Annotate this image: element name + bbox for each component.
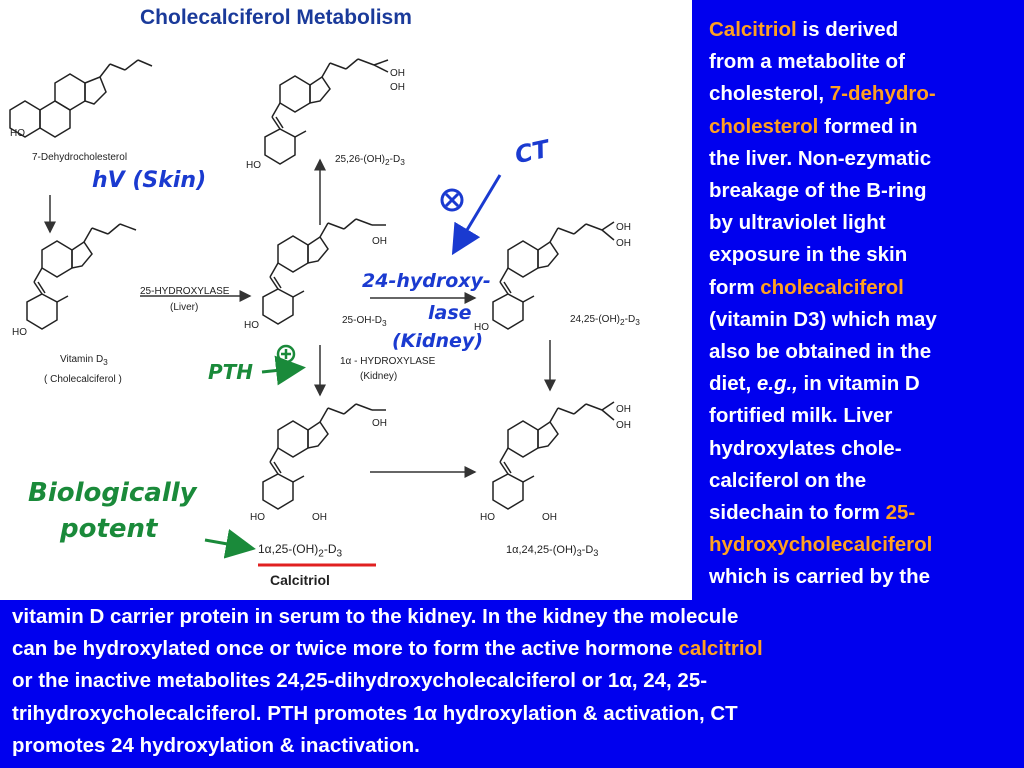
potent-annotation: potent [60, 514, 158, 544]
side-line-6: breakage of the B-ring [709, 179, 927, 203]
oh-label-4: OH [616, 222, 631, 233]
pathway-diagram [9, 58, 615, 567]
hydroxylase25-label: 25-HYDROXYLASE [140, 286, 230, 297]
hydroxylase1a-label: 1α - HYDROXYLASE [340, 356, 436, 367]
oh-label-2: OH [390, 68, 405, 79]
side-line-12: diet, e.g., in vitamin D [709, 372, 920, 396]
side-line-2: from a metabolite of [709, 50, 905, 74]
hydroxylase24-annotation-2: lase [428, 302, 472, 324]
side-line-7: by ultraviolet light [709, 211, 886, 235]
side-line-16: sidechain to form 25- [709, 501, 916, 525]
bottom-line-1: vitamin D carrier protein in serum to th… [12, 605, 739, 628]
hydroxylase24-annotation-1: 24-hydroxy- [362, 270, 491, 292]
side-description: Calcitriol is derived from a metabolite … [709, 14, 1014, 594]
side-line-8: exposure in the skin [709, 243, 908, 267]
oh-label-6: OH [372, 418, 387, 429]
side-line-17: hydroxycholecalciferol [709, 533, 933, 557]
bottom-line-3: or the inactive metabolites 24,25-dihydr… [12, 669, 708, 693]
side-line-4: cholesterol formed in [709, 114, 918, 138]
bottom-line-2: can be hydroxylated once or twice more t… [12, 637, 763, 661]
ho-label-6: HO [250, 512, 265, 523]
bottom-line-5: promotes 24 hydroxylation & inactivation… [12, 733, 420, 757]
bottom-line-4: trihydroxycholecalciferol. PTH promotes … [12, 701, 738, 725]
oh-label-1: OH [372, 236, 387, 247]
side-line-5: the liver. Non-ezymatic [709, 146, 932, 170]
side-line-13: fortified milk. Liver [709, 404, 893, 428]
side-line-9: form cholecalciferol [709, 275, 904, 299]
metabolism-figure: Cholecalciferol Metabolism [0, 0, 692, 600]
dehydro-label: 7-Dehydrocholesterol [32, 152, 128, 163]
ho-label-4: HO [246, 160, 261, 171]
pth-annotation: PTH [208, 360, 254, 384]
bottom-description: vitamin D carrier protein in serum to th… [12, 601, 1016, 762]
ho-label-5: HO [474, 322, 489, 333]
calcitriol-label: Calcitriol [270, 572, 330, 588]
biologically-annotation: Biologically [28, 478, 197, 508]
oh-label-8: OH [616, 404, 631, 415]
ho-label-7: HO [480, 512, 495, 523]
side-line-14: hydroxylates chole- [709, 436, 902, 460]
figure-title: Cholecalciferol Metabolism [140, 6, 412, 29]
ho-label-2: HO [12, 327, 27, 338]
d2526-label: 25,26-(OH)2-D3 [335, 154, 405, 167]
side-line-10: (vitamin D3) which may [709, 307, 937, 331]
ho-label-1: HO [10, 128, 25, 139]
side-line-11: also be obtained in the [709, 340, 932, 364]
uv-skin-annotation: hV (Skin) [92, 168, 207, 193]
oh-label-5: OH [616, 238, 631, 249]
side-line-3: cholesterol, 7-dehydro- [709, 82, 936, 106]
oh-label-9: OH [616, 420, 631, 431]
cholecalciferol-label: ( Cholecalciferol ) [44, 374, 122, 385]
oh-label-3: OH [390, 82, 405, 93]
kidney-label: (Kidney) [360, 371, 398, 382]
side-line-18: which is carried by the [709, 565, 931, 589]
vitd3-label: Vitamin D3 [60, 354, 108, 367]
d2425-label: 24,25-(OH)2-D3 [570, 314, 640, 327]
d1a2425-label: 1α,24,25-(OH)3-D3 [506, 544, 599, 559]
side-line-1: Calcitriol is derived [709, 18, 899, 41]
liver-label: (Liver) [170, 302, 199, 313]
ho-label-3: HO [244, 320, 259, 331]
side-line-15: calciferol on the [709, 468, 867, 492]
oh25-label: 25-OH-D3 [342, 315, 387, 328]
hydroxylase24-annotation-3: (Kidney) [392, 330, 484, 352]
oh-label-7: OH [312, 512, 327, 523]
oh-label-10: OH [542, 512, 557, 523]
d1a25-label: 1α,25-(OH)2-D3 [258, 542, 343, 560]
